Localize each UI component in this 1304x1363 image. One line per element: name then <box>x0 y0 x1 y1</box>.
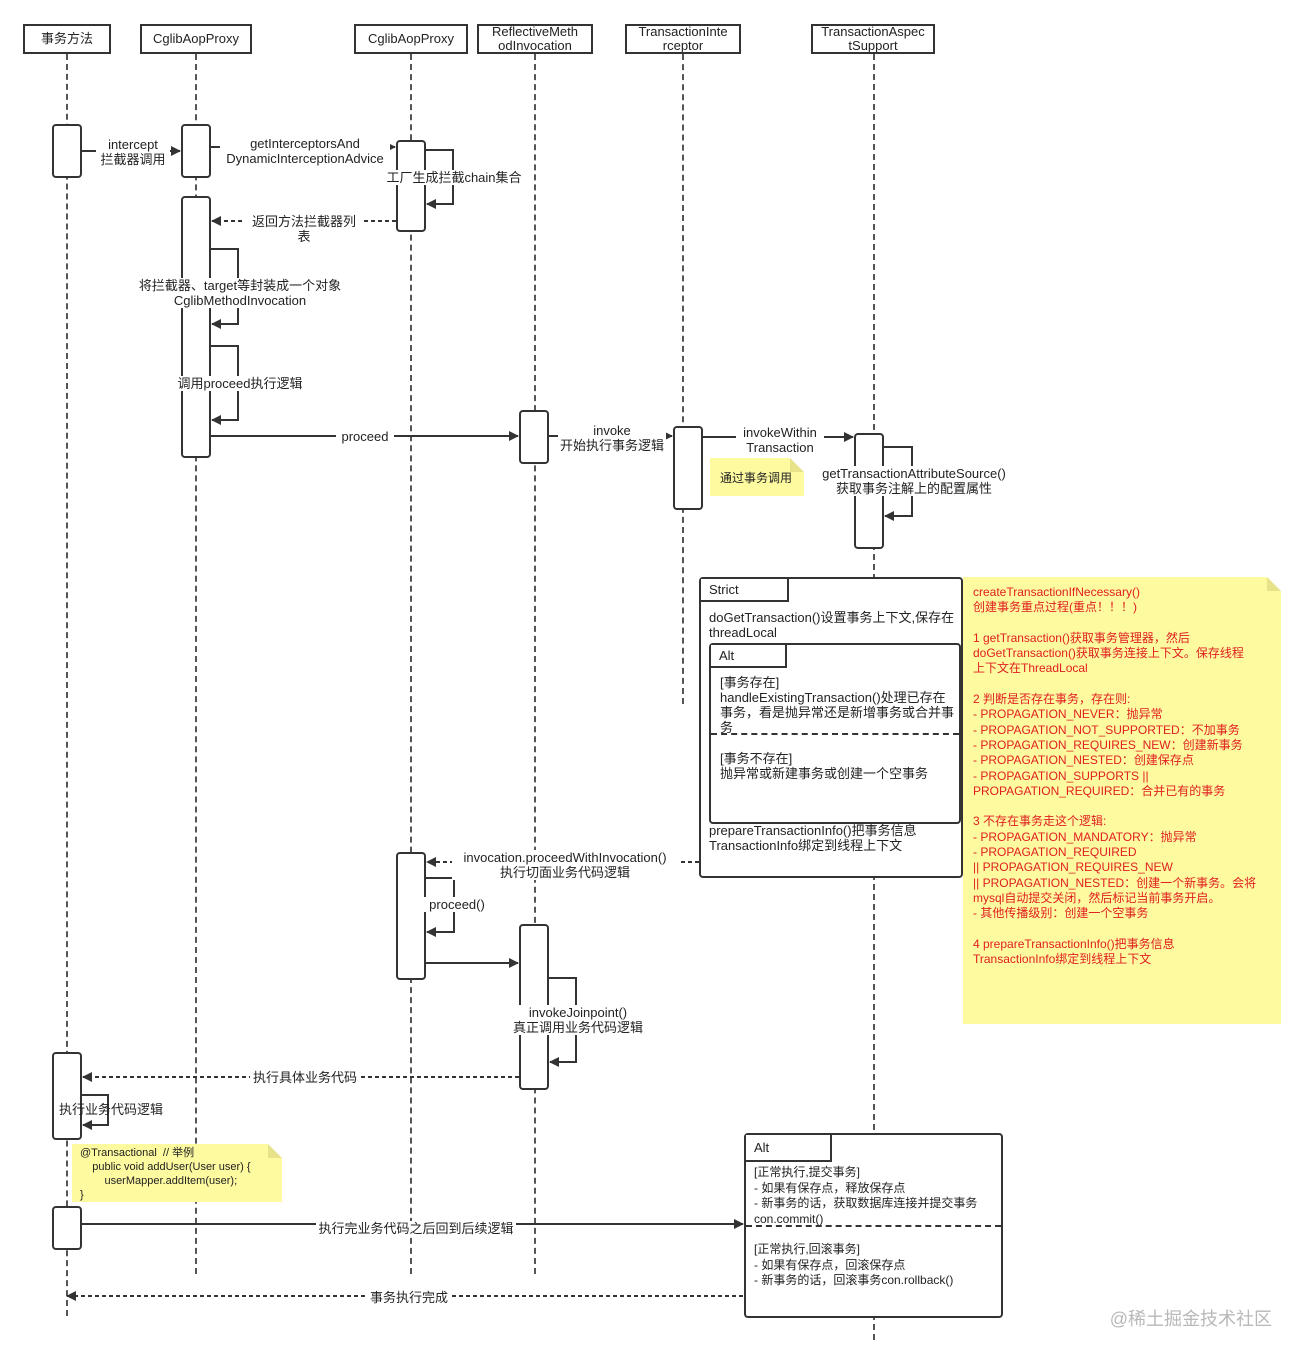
commit-frame-tag: Alt <box>746 1135 832 1162</box>
activation-method-3 <box>52 1206 82 1250</box>
note-create-transaction: createTransactionIfNecessary() 创建事务重点过程(… <box>963 577 1281 1024</box>
label-get-interceptors: getInterceptorsAnd DynamicInterceptionAd… <box>220 136 390 166</box>
arrow-exec-business-logic <box>82 1094 109 1130</box>
label-invoke-joinpoint: invokeJoinpoint() 真正调用业务代码逻辑 <box>510 1005 646 1035</box>
strict-frame: Strict doGetTransaction()设置事务上下文,保存在 thr… <box>699 577 963 878</box>
activation-proxy1-2 <box>181 196 211 458</box>
lifeline-cglib-aop-proxy-2 <box>410 54 412 1274</box>
lifeline-transaction-method <box>66 54 68 1316</box>
label-proceed2: proceed() <box>424 897 490 912</box>
lane-header-transaction-interceptor: TransactionInte rceptor <box>625 24 741 54</box>
note-tx-call: 通过事务调用 <box>710 458 804 496</box>
strict-frame-bottom-text: prepareTransactionInfo()把事务信息 Transactio… <box>709 823 917 853</box>
label-intercept: intercept 拦截器调用 <box>96 137 170 167</box>
alt-divider <box>711 733 959 735</box>
activation-method-2 <box>52 1052 82 1140</box>
alt-frame-transaction-exists: Alt [事务存在] handleExistingTransaction()处理… <box>709 643 961 824</box>
commit-divider <box>746 1225 1001 1227</box>
note-tx-call-text: 通过事务调用 <box>720 471 793 485</box>
label-proceed: proceed <box>336 429 394 444</box>
strict-frame-top-text: doGetTransaction()设置事务上下文,保存在 threadLoca… <box>709 610 955 640</box>
alt-frame-tag: Alt <box>711 645 787 668</box>
label-exec-business: 执行具体业务代码 <box>250 1070 360 1085</box>
note-fold-icon <box>1267 577 1281 591</box>
label-proceed-with-invocation: invocation.proceedWithInvocation() 执行切面业… <box>452 850 678 880</box>
label-invoke: invoke 开始执行事务逻辑 <box>558 423 666 453</box>
label-return-list: 返回方法拦截器列表 <box>244 214 364 244</box>
label-wrap-invocation: 将拦截器、target等封装成一个对象 CglibMethodInvocatio… <box>136 278 344 308</box>
note-create-transaction-text: createTransactionIfNecessary() 创建事务重点过程(… <box>973 585 1257 967</box>
activation-method-1 <box>52 124 82 178</box>
lifeline-reflective-method-invocation <box>534 54 536 1274</box>
lane-header-transaction-aspect-support: TransactionAspec tSupport <box>811 24 935 54</box>
lane-header-transaction-method: 事务方法 <box>23 24 111 54</box>
watermark: @稀土掘金技术社区 <box>1109 1309 1272 1329</box>
label-factory-chain: 工厂生成拦截chain集合 <box>384 170 524 185</box>
alt-frame-commit-rollback: Alt [正常执行,提交事务] - 如果有保存点，释放保存点 - 新事务的话，获… <box>744 1133 1003 1318</box>
strict-frame-tag: Strict <box>701 579 789 602</box>
alt-case-exists: [事务存在] handleExistingTransaction()处理已存在 … <box>720 675 955 733</box>
label-get-attr: getTransactionAttributeSource() 获取事务注解上的… <box>814 466 1014 496</box>
alt-case-not-exists: [事务不存在] 抛异常或新建事务或创建一个空事务 <box>720 751 929 781</box>
commit-case-text: [正常执行,提交事务] - 如果有保存点，释放保存点 - 新事务的话，获取数据库… <box>754 1165 978 1226</box>
lifeline-cglib-aop-proxy-1 <box>195 54 197 1274</box>
label-tx-done: 事务执行完成 <box>366 1290 452 1305</box>
activation-interceptor-1 <box>673 426 703 510</box>
note-code-example-text: @Transactional // 举例 public void addUser… <box>80 1147 251 1201</box>
label-call-proceed: 调用proceed执行逻辑 <box>174 376 306 391</box>
lifeline-transaction-interceptor <box>682 54 684 704</box>
lane-header-reflective-method-invocation: ReflectiveMeth odInvocation <box>477 24 593 54</box>
activation-proxy2-1 <box>396 140 426 232</box>
note-code-example: @Transactional // 举例 public void addUser… <box>72 1144 282 1202</box>
label-invoke-within: invokeWithin Transaction <box>736 425 824 455</box>
activation-proxy2-2 <box>396 852 426 980</box>
note-fold-icon <box>790 458 804 472</box>
lane-header-cglib-aop-proxy-2: CglibAopProxy <box>354 24 468 54</box>
label-after-business: 执行完业务代码之后回到后续逻辑 <box>316 1221 516 1236</box>
lane-header-cglib-aop-proxy-1: CglibAopProxy <box>140 24 252 54</box>
label-exec-business-logic: 执行业务代码逻辑 <box>58 1102 163 1117</box>
activation-reflective-1 <box>519 410 549 464</box>
rollback-case-text: [正常执行,回滚事务] - 如果有保存点，回滚保存点 - 新事务的话，回滚事务c… <box>754 1242 954 1287</box>
activation-proxy1-1 <box>181 124 211 178</box>
note-fold-icon <box>268 1144 282 1158</box>
